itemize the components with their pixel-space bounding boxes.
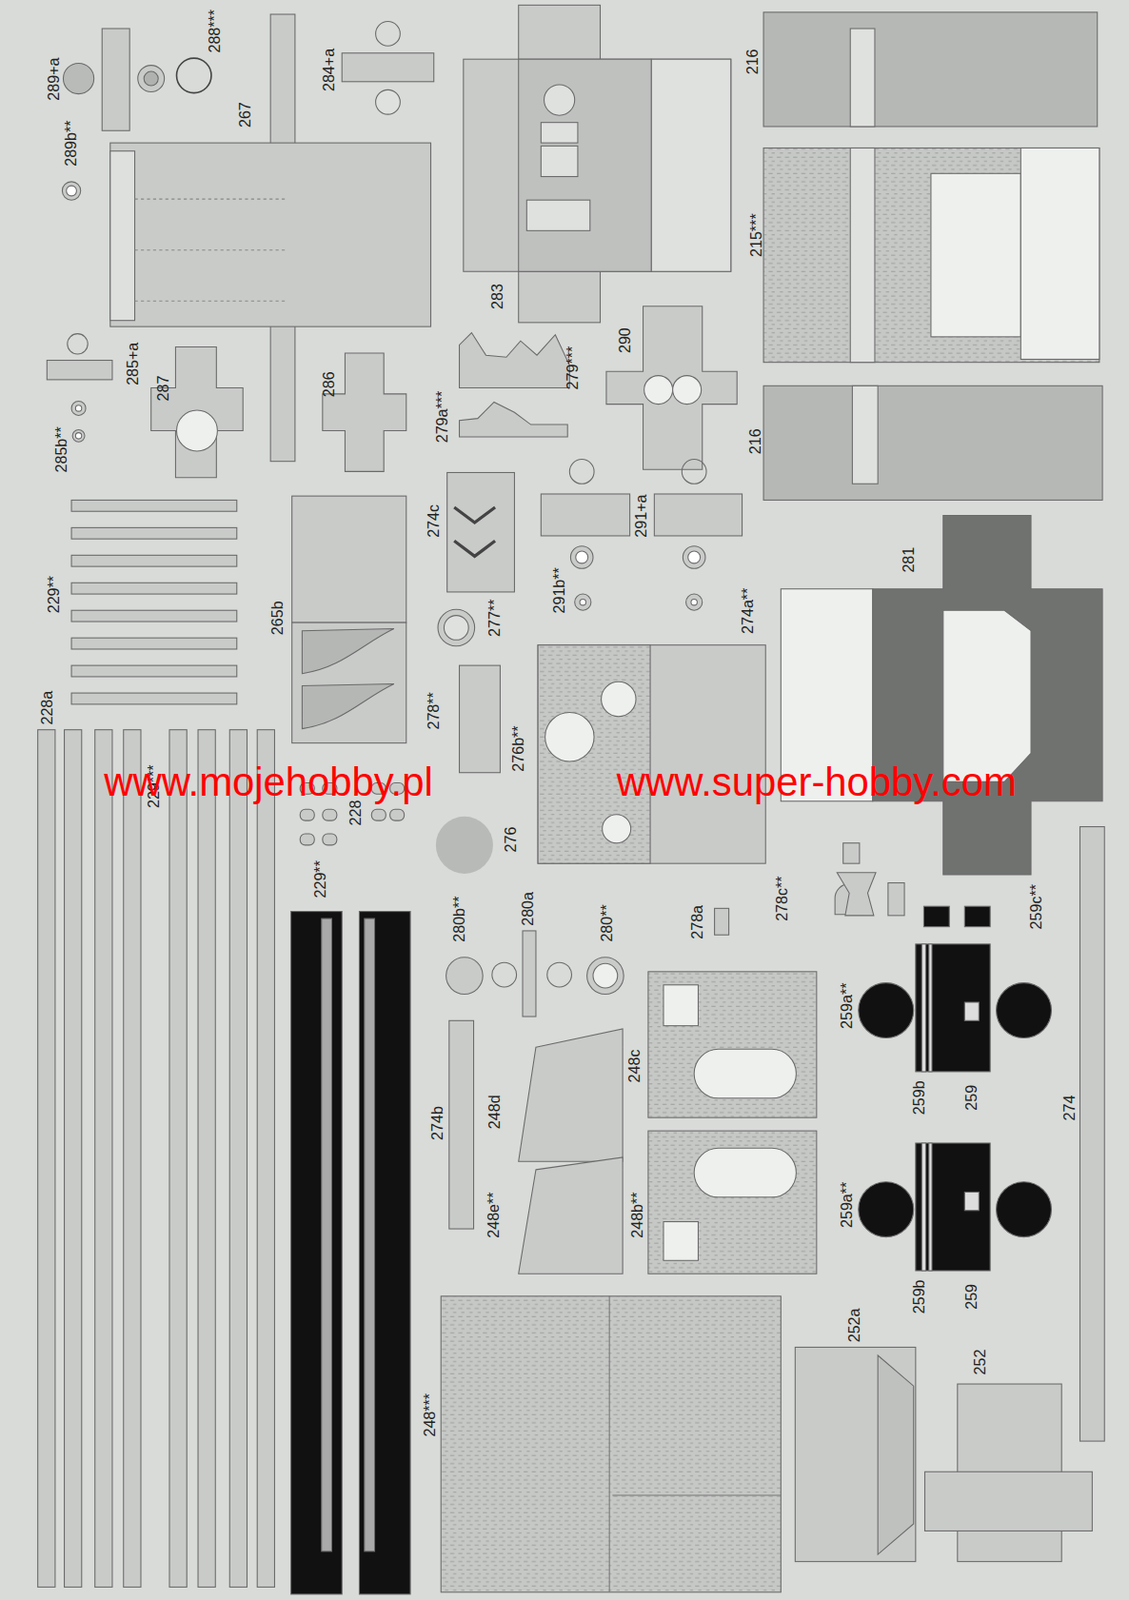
part-number: 278c** <box>773 875 790 921</box>
part-number: 248c <box>626 1049 642 1083</box>
part-number: 277** <box>486 598 502 636</box>
part-number: 290 <box>616 327 633 354</box>
part-number: 228a <box>39 690 55 725</box>
part-number: 216 <box>747 428 763 455</box>
part-number: 284+a <box>320 47 337 91</box>
part-number: 229** <box>312 860 328 898</box>
part-number: 274b <box>429 1106 445 1141</box>
part-number: 248d <box>486 1094 502 1129</box>
part-number: 286 <box>320 371 337 397</box>
part-number: 285b** <box>53 426 69 473</box>
part-number: 229** <box>45 574 61 613</box>
part-number: 288*** <box>206 8 222 53</box>
part-number: 291+a <box>633 494 649 537</box>
part-number: 291b** <box>552 567 568 614</box>
part-number: 259 <box>964 1084 980 1110</box>
part-number: 274 <box>1062 1094 1078 1121</box>
part-number: 276b** <box>511 725 527 772</box>
part-number: 228 <box>347 799 363 826</box>
part-number: 252a <box>846 1307 862 1343</box>
part-number: 278a <box>689 904 705 939</box>
part-number: 267 <box>237 101 253 128</box>
watermark: www.super-hobby.com <box>616 761 1017 802</box>
part-number: 279*** <box>563 345 579 390</box>
watermark: www.mojehobby.pl <box>103 761 434 802</box>
part-number: 215*** <box>747 213 763 258</box>
part-number: 274a** <box>740 587 756 634</box>
part-number: 287 <box>156 375 172 401</box>
part-number: 279a*** <box>433 390 449 443</box>
part-number: 289b** <box>63 119 80 166</box>
part-number: 285+a <box>124 341 140 385</box>
part-number: 280** <box>598 904 615 942</box>
part-number: 274c <box>425 503 441 537</box>
part-number: 248*** <box>420 1392 436 1437</box>
part-number: 259a** <box>839 1181 855 1228</box>
part-number: 248e** <box>486 1191 502 1238</box>
part-number: 259 <box>964 1283 980 1309</box>
part-number: 252 <box>971 1348 988 1375</box>
part-number: 289+a <box>45 57 61 100</box>
part-number: 281 <box>900 546 916 573</box>
part-number: 283 <box>489 283 505 310</box>
part-number: 259b <box>911 1279 927 1314</box>
part-number: 248b** <box>629 1191 645 1238</box>
part-number: 265b <box>270 600 286 635</box>
part-number: 259a** <box>839 982 855 1029</box>
part-number: 259b <box>911 1080 927 1115</box>
part-number: 259c** <box>1028 884 1044 930</box>
part-number: 216 <box>744 48 760 75</box>
part-number: 280b** <box>451 895 467 942</box>
part-number: 280a <box>519 891 535 926</box>
part-number: 278** <box>425 692 441 730</box>
part-number: 276 <box>502 826 518 852</box>
